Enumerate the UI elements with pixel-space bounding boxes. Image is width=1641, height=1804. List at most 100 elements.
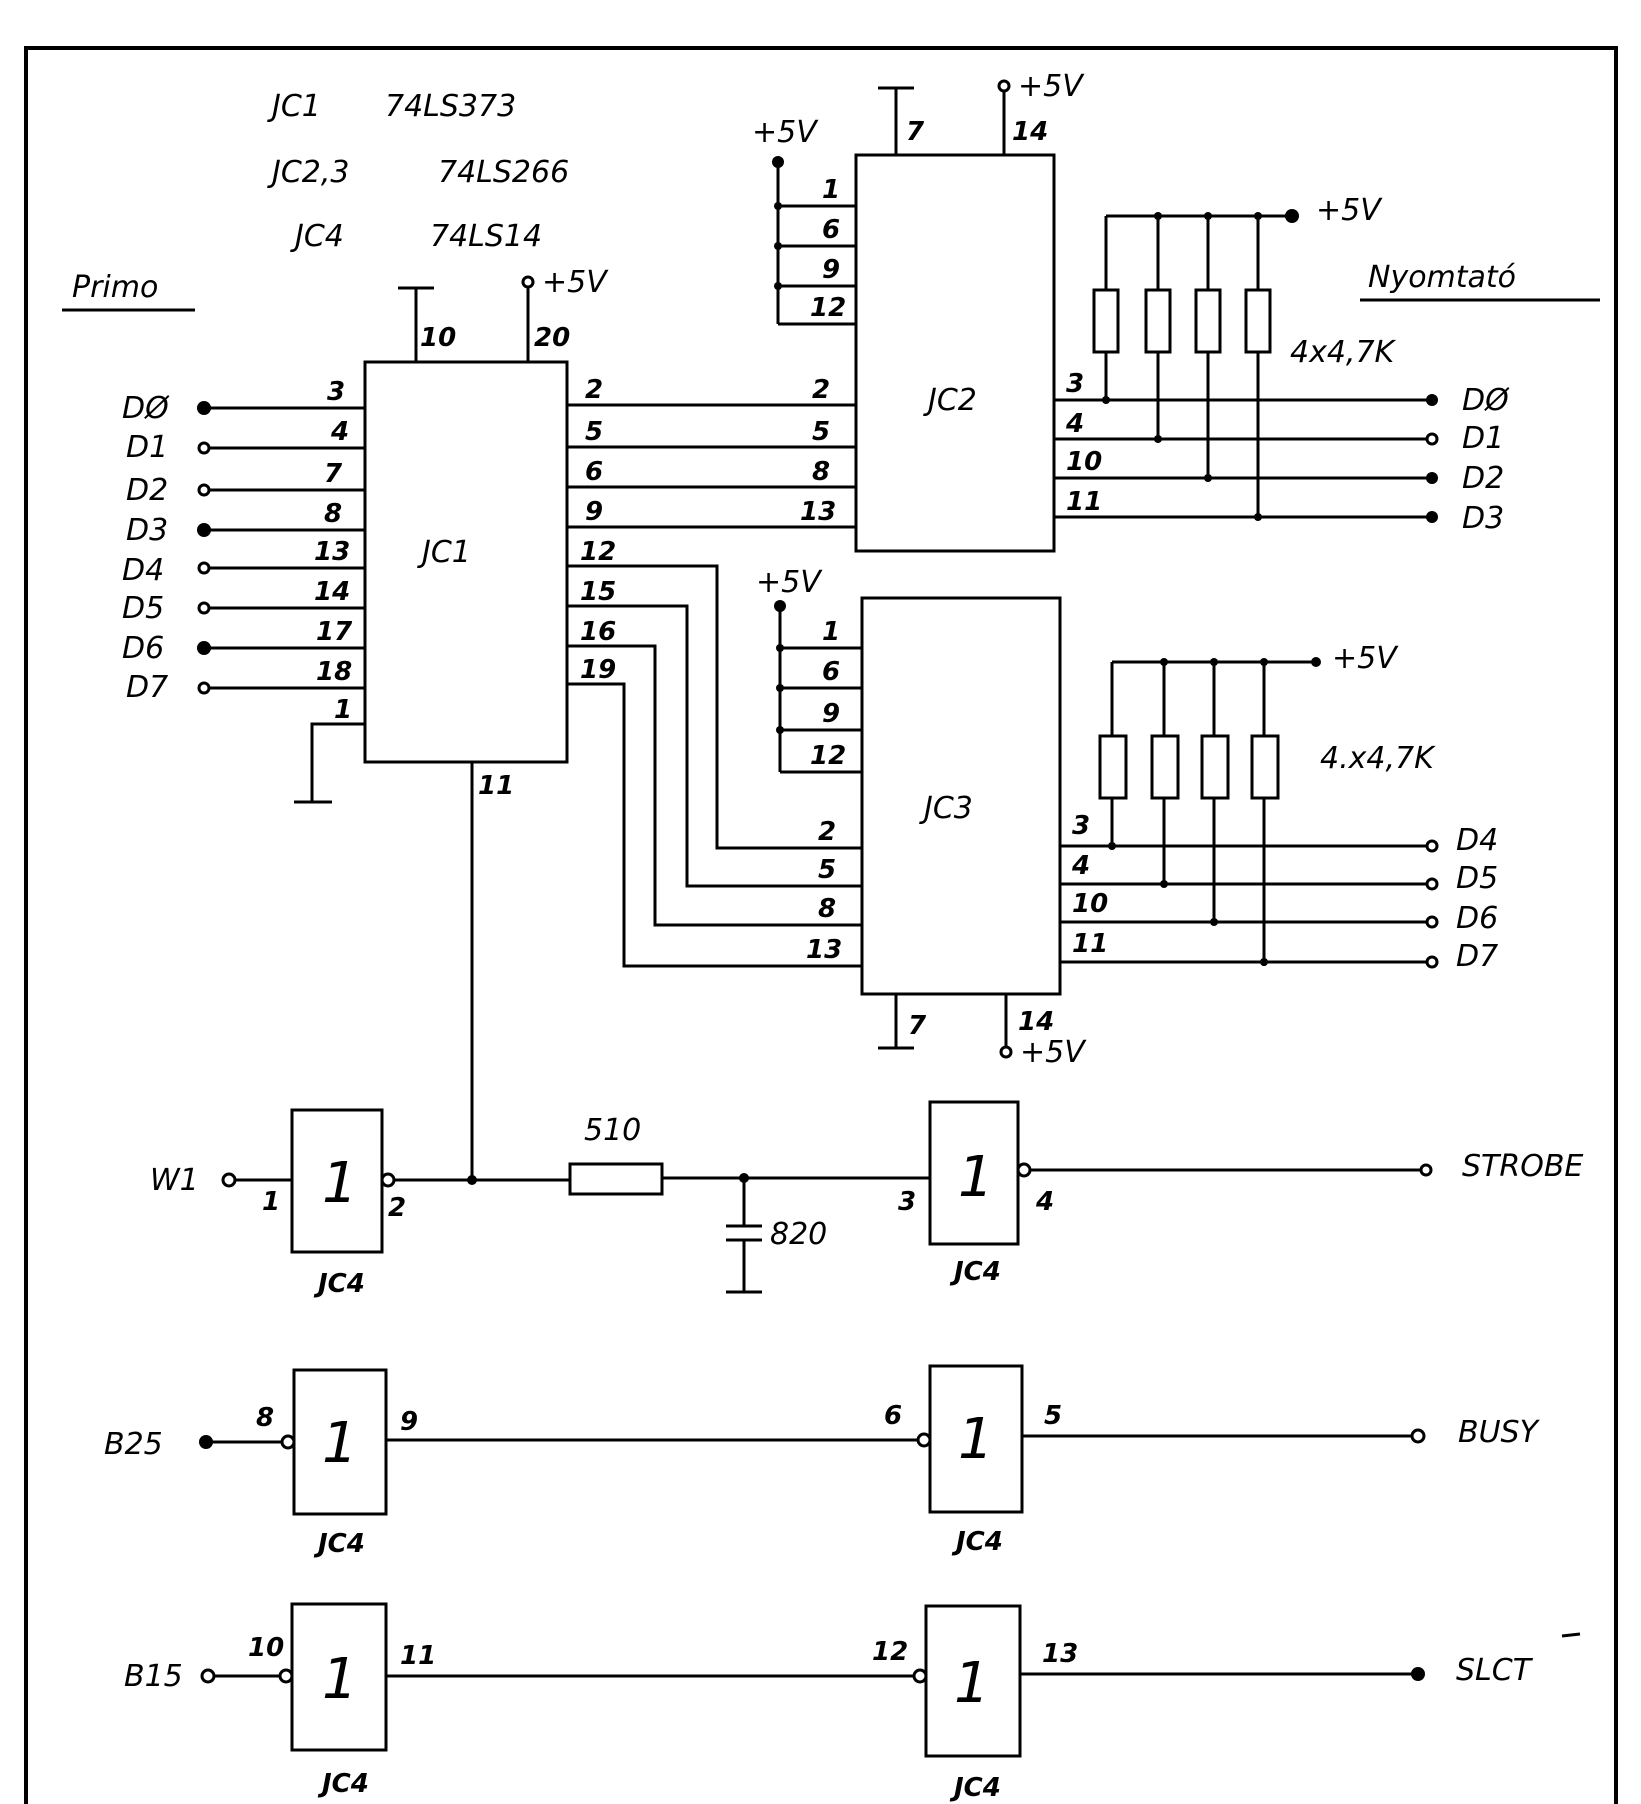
ic3-tie-pin-3: 12 — [810, 741, 846, 771]
ic2-tie-pin-0: 1 — [822, 175, 840, 205]
ic2-tie-pin-1: 6 — [822, 215, 840, 245]
ic1-pin-in-7: 18 — [316, 657, 352, 687]
ic2-resistor-1 — [1144, 216, 1172, 439]
ic2-out-junction-2 — [1204, 474, 1212, 482]
wire-q6 — [567, 644, 862, 927]
ic3-out-terminal-3 — [1425, 955, 1439, 969]
ic1-pin-out-5: 15 — [580, 577, 616, 607]
input-d7-label: D7 — [126, 670, 168, 705]
ic3-resistor-2 — [1200, 662, 1230, 925]
busy-gate2 — [928, 1364, 1024, 1514]
ic3-resistor-3-body — [1250, 734, 1280, 800]
ic2-out-signal-2: D2 — [1462, 461, 1504, 496]
ic3-resistor-3 — [1250, 662, 1280, 966]
ic3-pin-in-1: 5 — [818, 855, 836, 885]
busy-gate2-in-bubble — [916, 1432, 932, 1448]
ic3-out-terminal-1 — [1425, 877, 1439, 891]
ic1-pin-out-7: 19 — [580, 655, 616, 685]
ic3-out-junction-2 — [1210, 918, 1218, 926]
ic3-tie-vcc-label: +5V — [756, 565, 823, 600]
ic3-pin-in-3: 13 — [806, 935, 842, 965]
ic3: JC3 7 14 +5V +5V 1 6 9 12 +5V — [756, 565, 1498, 1070]
ic1-pin-vcc: 20 — [534, 323, 570, 353]
ic2-pin-in-1: 5 — [812, 417, 830, 447]
ic2-tie-junction-1 — [774, 242, 782, 250]
strobe-gate2-ref: JC4 — [949, 1257, 1001, 1287]
strobe-g2-in-pin: 3 — [898, 1187, 916, 1217]
slct-gate2-in-bubble — [912, 1668, 928, 1684]
slct-gate2-ref: JC4 — [949, 1773, 1001, 1803]
slct-g1-in-pin: 10 — [248, 1633, 284, 1663]
ic3-out-junction-3 — [1260, 958, 1268, 966]
strobe-output-terminal — [1419, 1163, 1433, 1177]
slct-gate1-symbol: 1 — [322, 1647, 358, 1712]
ic2-pullup-terminal — [1285, 209, 1299, 223]
ic3-label: JC3 — [919, 791, 973, 826]
ic2-out-junction-1 — [1154, 435, 1162, 443]
strobe-gate2-symbol: 1 — [958, 1145, 994, 1210]
ic1-pin-oe: 11 — [478, 771, 514, 801]
ic2-resistor-1-body — [1144, 288, 1172, 354]
ic2-resistor-3 — [1244, 216, 1272, 517]
ic3-out-signal-0: D4 — [1456, 823, 1498, 858]
ic1-label: JC1 — [417, 535, 471, 570]
ic2-out-signal-1: D1 — [1462, 421, 1504, 456]
ic1-pin-out-0: 2 — [585, 375, 603, 405]
strobe-capacitor-value: 820 — [770, 1217, 827, 1252]
slct-gate1-in-bubble — [278, 1668, 294, 1684]
input-d1-label: D1 — [126, 430, 168, 465]
input-d4: D4 13 — [122, 537, 365, 588]
strobe-oe-junction — [467, 1175, 477, 1185]
header-primo: Primo — [72, 270, 158, 305]
legend-part-3: 74LS14 — [430, 219, 542, 254]
ic2-pin-out-3: 11 — [1066, 487, 1102, 517]
legend-ref-3: JC4 — [290, 219, 344, 254]
ic2-pin-in-2: 8 — [812, 457, 830, 487]
busy-gate1-in-bubble — [280, 1434, 296, 1450]
legend-ref-2: JC2,3 — [267, 155, 350, 190]
ic2-out-junction-3 — [1254, 513, 1262, 521]
slct-output-terminal — [1411, 1667, 1425, 1681]
slct-g2-out-pin: 13 — [1042, 1639, 1078, 1669]
ic2-resistor-value: 4x4,7K — [1290, 335, 1397, 370]
strobe-gate1-ref: JC4 — [313, 1269, 365, 1299]
ic2: JC2 7 +5V 14 +5V 1 6 9 12 +5V — [752, 69, 1510, 553]
input-d3-label: D3 — [126, 513, 168, 548]
busy-output-label: BUSY — [1458, 1415, 1541, 1450]
strobe-input-terminal — [221, 1172, 237, 1188]
ic3-out-signal-2: D6 — [1456, 901, 1498, 936]
ic3-vcc-terminal — [999, 1045, 1013, 1059]
input-d0-label: DØ — [122, 391, 170, 426]
input-d7-terminal — [197, 681, 211, 695]
ic2-out-signal-0: DØ — [1462, 383, 1510, 418]
ic1-to-ic2-wires: 2 5 6 9 2 5 8 13 — [567, 375, 856, 529]
ic2-body — [854, 153, 1056, 553]
ic1-pin-in-4: 13 — [314, 537, 350, 567]
ic2-resistor-0-body — [1092, 288, 1120, 354]
ic1-pin1-ground: 1 — [294, 695, 365, 804]
busy-gate1-symbol: 1 — [322, 1411, 358, 1476]
ic3-out-junction-0 — [1108, 842, 1116, 850]
input-d1-terminal — [197, 441, 211, 455]
ic1-pin-out-2: 6 — [585, 457, 603, 487]
ic2-pin-gnd: 7 — [906, 117, 925, 147]
ic1-to-ic3-wires: 12 15 16 19 2 5 8 13 — [567, 537, 862, 968]
ic2-out-signal-3: D3 — [1462, 501, 1504, 536]
ic3-vcc-label: +5V — [1020, 1035, 1087, 1070]
ic3-pin-gnd: 7 — [908, 1011, 927, 1041]
ic2-tie-junction-2 — [774, 282, 782, 290]
busy-output-terminal — [1410, 1428, 1426, 1444]
busy-g1-in-pin: 8 — [256, 1403, 274, 1433]
ic1-pin-out-6: 16 — [580, 617, 616, 647]
strobe-gate2-bubble — [1016, 1162, 1032, 1178]
ic3-out-signal-1: D5 — [1456, 861, 1498, 896]
ic1-pin-in-6: 17 — [316, 617, 353, 647]
ic2-out-junction-0 — [1102, 396, 1110, 404]
busy-g2-out-pin: 5 — [1044, 1401, 1062, 1431]
slct-output-label: SLCT — [1456, 1653, 1534, 1688]
ic2-tie-vcc-label: +5V — [752, 115, 819, 150]
ic2-label: JC2 — [923, 383, 977, 418]
strobe-input-label: W1 — [150, 1163, 199, 1198]
ic1-pin-gnd: 10 — [420, 323, 456, 353]
